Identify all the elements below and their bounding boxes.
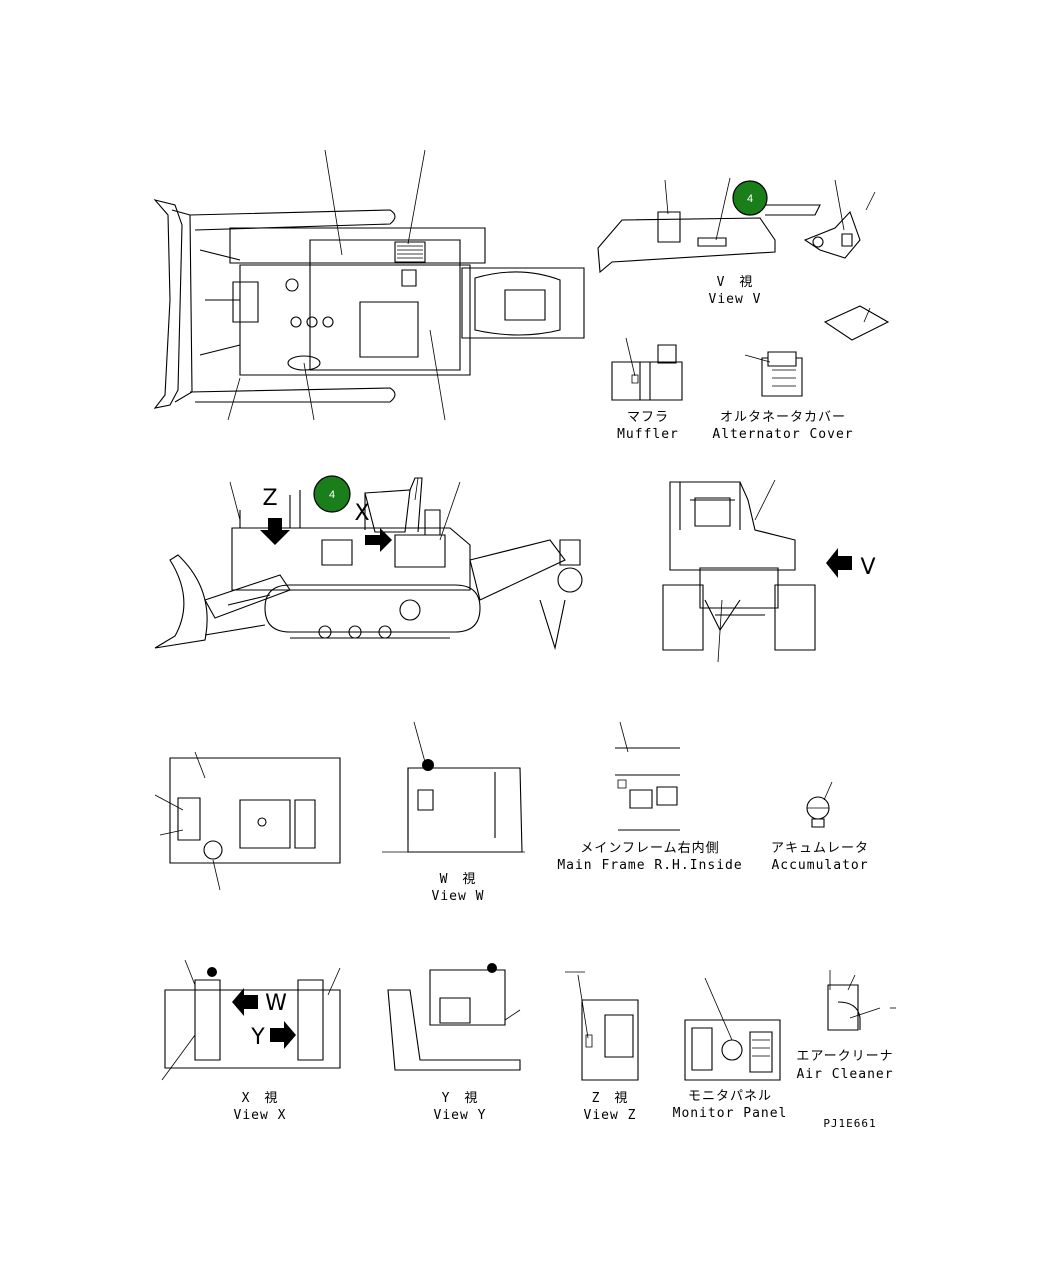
- view-z-caption-jp: Z 視: [592, 1091, 629, 1106]
- view-v-caption-jp: V 視: [717, 275, 754, 290]
- rear-view-bulldozer: V: [663, 480, 876, 662]
- mainframe-caption-jp: メインフレーム右内側: [580, 840, 719, 856]
- callout-badge-label: 4: [747, 193, 753, 205]
- drawing-code: PJ1E661: [823, 1117, 876, 1130]
- view-w-detail: W 視 View W: [382, 722, 525, 904]
- muffler-detail: マフラ Muffler: [612, 338, 682, 442]
- callout-badge-label: 4: [329, 489, 335, 501]
- view-w-caption-en: View W: [432, 889, 485, 904]
- top-view-bulldozer: [155, 150, 584, 420]
- view-w-caption-jp: W 視: [440, 872, 477, 887]
- callout-badge: [733, 181, 767, 215]
- air-cleaner-detail: エアークリーナ Air Cleaner: [796, 970, 896, 1082]
- mainframe-caption-en: Main Frame R.H.Inside: [557, 858, 742, 873]
- side-view-bulldozer: 4 Z X: [155, 476, 582, 648]
- marker-w: W: [265, 991, 287, 1016]
- view-x-caption-en: View X: [234, 1108, 287, 1123]
- view-v-caption-en: View V: [709, 292, 762, 307]
- alternator-cover-detail: オルタネータカバー Alternator Cover: [712, 352, 853, 442]
- marker-z: Z: [262, 486, 277, 511]
- monitor-panel-detail: モニタパネル Monitor Panel: [673, 978, 788, 1121]
- callout-badge: [314, 476, 350, 512]
- engine-compartment-detail: [155, 752, 340, 890]
- view-z-caption-en: View Z: [584, 1108, 637, 1123]
- aircleaner-caption-en: Air Cleaner: [796, 1067, 893, 1082]
- view-y-detail: Y 視 View Y: [388, 963, 520, 1123]
- monitor-caption-jp: モニタパネル: [688, 1089, 772, 1104]
- view-x-caption-jp: X 視: [242, 1091, 279, 1106]
- marker-y: Y: [250, 1025, 265, 1050]
- marker-v: V: [860, 555, 875, 580]
- view-x-detail: W Y X 視 View X: [162, 960, 340, 1123]
- aircleaner-caption-jp: エアークリーナ: [796, 1049, 893, 1064]
- alternator-caption-en: Alternator Cover: [712, 427, 853, 442]
- main-frame-detail: メインフレーム右内側 Main Frame R.H.Inside: [557, 722, 742, 873]
- view-y-caption-jp: Y 視: [442, 1091, 479, 1106]
- view-v-detail: 4 V 視 View V: [598, 178, 888, 340]
- muffler-caption-jp: マフラ: [627, 410, 669, 425]
- monitor-caption-en: Monitor Panel: [673, 1106, 788, 1121]
- marker-x: X: [354, 501, 369, 526]
- view-y-caption-en: View Y: [434, 1108, 487, 1123]
- view-z-detail: Z 視 View Z: [565, 972, 638, 1123]
- accumulator-detail: アキュムレータ Accumulator: [771, 782, 869, 873]
- accumulator-caption-jp: アキュムレータ: [771, 841, 869, 856]
- muffler-caption-en: Muffler: [617, 427, 679, 442]
- accumulator-caption-en: Accumulator: [771, 858, 868, 873]
- alternator-caption-jp: オルタネータカバー: [720, 410, 846, 425]
